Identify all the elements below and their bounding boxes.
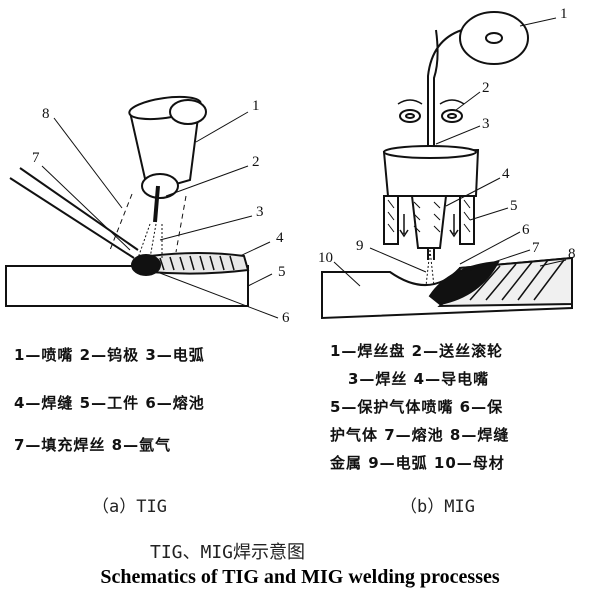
mig-number: 4: [502, 166, 510, 182]
tig-legend-line: 7—填充焊丝 8—氩气: [14, 436, 172, 454]
mig-contact-tip: [410, 195, 448, 249]
mig-legend-line: 3—焊丝 4—导电嘴: [348, 370, 490, 388]
mig-diagram: [321, 11, 573, 320]
mig-number: 2: [482, 80, 490, 96]
mig-gas-nozzle: [383, 195, 475, 245]
tig-diagram: [5, 95, 279, 319]
tig-number: 3: [256, 204, 264, 220]
mig-molten-pool: [428, 260, 500, 306]
tig-number: 7: [32, 150, 40, 166]
tig-filler-wire: [9, 167, 139, 259]
mig-legend-line: 金属 9—电弧 10—母材: [330, 454, 505, 472]
welding-schematic: 1 2 3 4 5 6 7 8: [5, 6, 576, 326]
tig-legend-line: 1—喷嘴 2—钨极 3—电弧: [14, 346, 205, 364]
mig-number: 3: [482, 116, 490, 132]
tig-weld-bead: [149, 252, 250, 275]
caption-english: Schematics of TIG and MIG welding proces…: [100, 566, 500, 588]
tig-number: 5: [278, 264, 286, 280]
mig-legend-line: 护气体 7—熔池 8—焊缝: [330, 426, 510, 444]
tig-number: 1: [252, 98, 260, 114]
tig-number: 8: [42, 106, 50, 122]
caption-chinese: TIG、MIG焊示意图: [150, 542, 306, 563]
mig-number-labels: 1 2 3 4 5 6 7 8 9 10: [318, 6, 576, 266]
tig-legend-line: 4—焊缝 5—工件 6—熔池: [14, 394, 205, 412]
mig-number: 10: [318, 250, 333, 266]
tig-caption: （a）TIG: [92, 497, 167, 517]
mig-number: 8: [568, 246, 576, 262]
tig-number: 2: [252, 154, 260, 170]
tig-molten-pool: [131, 254, 161, 276]
tig-arc: [137, 223, 163, 259]
tig-argon: [109, 193, 187, 253]
mig-legend-line: 5—保护气体喷嘴 6—保: [330, 398, 504, 416]
mig-number: 6: [522, 222, 530, 238]
mig-number: 1: [560, 6, 568, 22]
tig-number-labels: 1 2 3 4 5 6 7 8: [32, 98, 290, 326]
mig-feed-rollers: [397, 99, 465, 123]
tig-tungsten: [153, 185, 160, 223]
mig-number: 9: [356, 238, 364, 254]
tig-number: 4: [276, 230, 284, 246]
mig-caption: （b）MIG: [400, 497, 475, 517]
mig-wire: [427, 29, 463, 260]
mig-number: 7: [532, 240, 540, 256]
tig-number: 6: [282, 310, 290, 326]
mig-legend-line: 1—焊丝盘 2—送丝滚轮: [330, 342, 504, 360]
mig-number: 5: [510, 198, 518, 214]
